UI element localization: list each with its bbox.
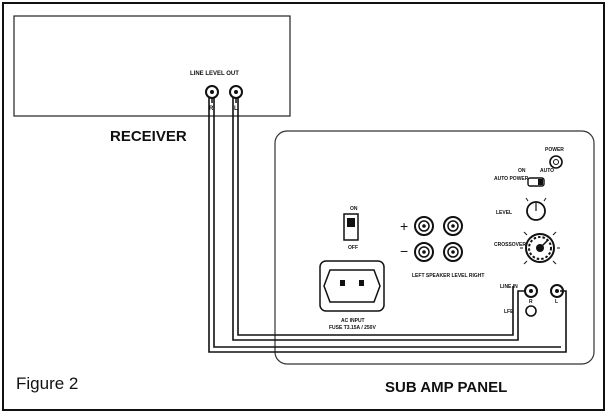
line-in-jacks: LINE IN R L LFE xyxy=(500,284,564,317)
line-in-jack-left: L xyxy=(550,284,564,305)
lfe-jack xyxy=(525,305,537,317)
speaker-post-left-minus xyxy=(414,242,434,262)
on-label: ON xyxy=(518,168,526,174)
ac-input-label: AC INPUT xyxy=(341,318,365,324)
line-in-label: LINE IN xyxy=(500,284,518,290)
cable-left-channel-inner xyxy=(237,98,514,336)
speaker-post-right-minus xyxy=(443,242,463,262)
receiver-jack-left: L xyxy=(229,85,243,112)
power-led: POWER xyxy=(545,147,564,169)
cable-left-channel xyxy=(232,98,525,341)
receiver: LINE LEVEL OUT R L RECEIVER xyxy=(13,15,291,145)
auto-label: AUTO xyxy=(540,168,554,174)
cable-right-channel xyxy=(208,98,567,353)
receiver-jack-right-label: R xyxy=(209,106,214,112)
line-in-right-label: R xyxy=(529,299,533,305)
speaker-post-right-plus xyxy=(443,216,463,236)
receiver-jack-right: R xyxy=(205,85,219,112)
speaker-post-left-plus xyxy=(414,216,434,236)
receiver-output-label: LINE LEVEL OUT xyxy=(190,71,239,77)
level-label: LEVEL xyxy=(496,210,512,216)
sub-amp-panel-box xyxy=(274,130,595,365)
speaker-minus-label: − xyxy=(400,243,408,259)
auto-power-switch-label: AUTO POWER xyxy=(494,176,529,182)
ac-inlet: AC INPUT FUSE T3.15A / 250V xyxy=(319,260,385,331)
level-knob: LEVEL xyxy=(496,197,547,221)
receiver-box xyxy=(13,15,291,117)
power-switch: ON OFF xyxy=(343,206,359,251)
sub-amp-panel-name: SUB AMP PANEL xyxy=(385,379,507,396)
power-led-label: POWER xyxy=(545,147,564,153)
power-switch-on-label: ON xyxy=(350,206,358,212)
power-switch-off-label: OFF xyxy=(348,245,358,251)
line-in-jack-right: R xyxy=(524,284,538,305)
crossover-knob: CROSSOVER FREQ. xyxy=(494,231,560,265)
signal-cables xyxy=(208,98,567,353)
receiver-name: RECEIVER xyxy=(110,128,187,145)
speaker-level-terminals: + − LEFT SPEAKER LEVE xyxy=(400,216,484,279)
sub-amp-panel: ON OFF AC INPUT FUSE T3.15A / 250V + − xyxy=(274,130,595,396)
ac-fuse-label: FUSE T3.15A / 250V xyxy=(329,325,376,331)
line-in-left-label: L xyxy=(555,299,558,305)
speaker-level-caption: LEFT SPEAKER LEVEL RIGHT xyxy=(412,273,484,279)
speaker-plus-label: + xyxy=(400,218,408,234)
receiver-jack-left-label: L xyxy=(234,106,238,112)
cable-right-channel-inner xyxy=(213,98,561,348)
lfe-label: LFE xyxy=(504,309,514,315)
figure-label: Figure 2 xyxy=(16,374,78,393)
auto-power-switch: ON AUTO AUTO POWER xyxy=(494,168,554,187)
crossover-label: CROSSOVER FREQ. xyxy=(494,242,543,248)
